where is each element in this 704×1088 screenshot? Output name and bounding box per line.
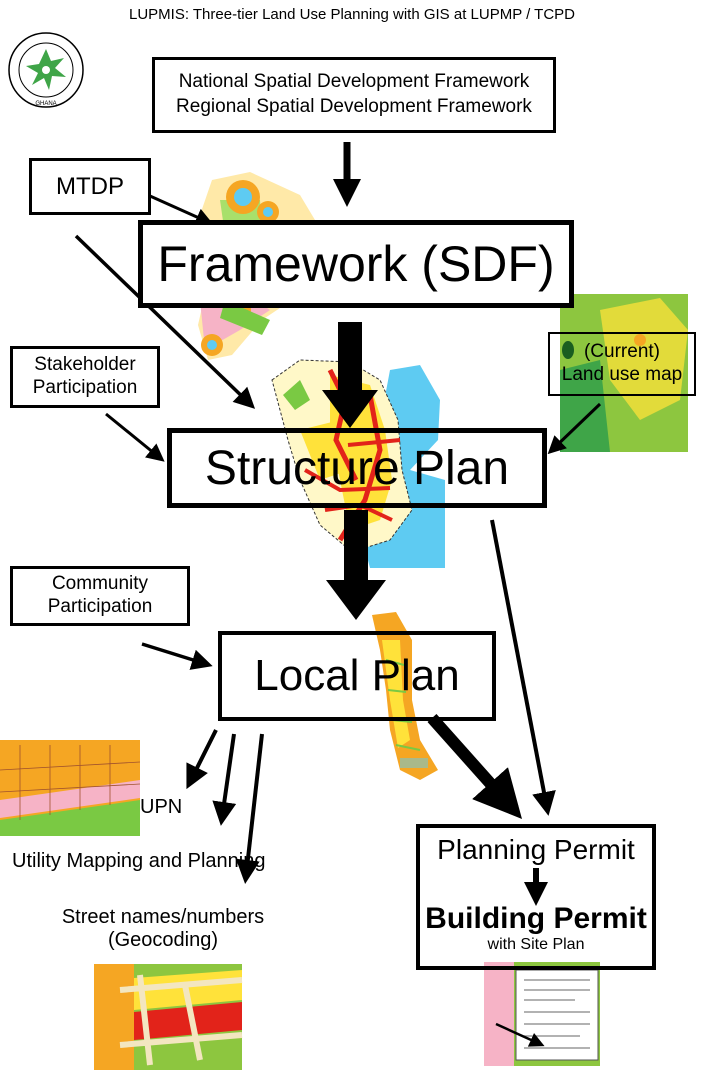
arrow-mtdp-to-sdf xyxy=(149,194,214,226)
current-label: (Current) xyxy=(583,341,660,363)
arrow-local-to-permit xyxy=(427,714,522,819)
landuse-map-label: Land use map xyxy=(561,364,683,385)
tcpd-seal-icon: GHANA xyxy=(8,32,84,108)
tcpd-logo: GHANA xyxy=(6,30,86,112)
local-plan-box: Local Plan xyxy=(218,631,496,721)
planning-permit-label: Planning Permit xyxy=(437,834,635,865)
arrow-local-to-street xyxy=(235,733,264,884)
geocoding-map-image xyxy=(94,964,243,1070)
stakeholder-participation-box: Stakeholder Participation xyxy=(10,346,160,408)
sdf-box: Framework (SDF) xyxy=(138,220,574,308)
upn-map-image xyxy=(0,740,141,836)
street-names-label: Street names/numbers xyxy=(61,906,265,928)
utility-mapping-label: Utility Mapping and Planning xyxy=(12,850,266,872)
page-title: LUPMIS: Three-tier Land Use Planning wit… xyxy=(128,6,576,23)
arrow-mtdp-to-structure xyxy=(74,234,256,409)
arrow-local-to-upn xyxy=(186,729,218,790)
arrow-community-to-local xyxy=(141,642,213,670)
regional-framework-label: Regional Spatial Development Framework xyxy=(176,96,532,117)
permit-box: Planning Permit Building Permit with Sit… xyxy=(416,824,656,970)
stakeholder-label: Stakeholder xyxy=(34,354,136,376)
national-framework-label: National Spatial Development Framework xyxy=(178,71,530,93)
upn-label: UPN xyxy=(140,796,183,818)
logo-ghana-text: GHANA xyxy=(35,101,56,107)
arrow-structure-to-local xyxy=(326,510,386,620)
arrow-stakeholder-to-structure xyxy=(105,412,165,462)
site-plan-label: with Site Plan xyxy=(487,936,585,953)
community-participation-box: Community Participation xyxy=(10,566,190,626)
arrow-sdf-to-structure xyxy=(322,322,378,428)
mtdp-label: MTDP xyxy=(56,172,124,200)
structure-plan-label: Structure Plan xyxy=(204,441,510,495)
participation-label: Participation xyxy=(32,377,138,398)
sdf-label: Framework (SDF) xyxy=(157,236,555,292)
current-landuse-box: (Current) Land use map xyxy=(548,332,696,396)
national-framework-box: National Spatial Development Framework R… xyxy=(152,57,556,133)
community-participation-label: Participation xyxy=(47,596,153,617)
building-permit-label: Building Permit xyxy=(425,902,647,935)
community-label: Community xyxy=(51,573,149,595)
geocoding-label: (Geocoding) xyxy=(107,929,219,951)
landuse-map-image xyxy=(560,294,688,452)
local-plan-map-image xyxy=(372,612,438,780)
street-geocoding-label: Street names/numbers (Geocoding) xyxy=(36,906,290,952)
arrow-structure-to-permit xyxy=(490,519,556,816)
arrow-site-plan-pointer xyxy=(495,1022,545,1047)
arrow-local-to-utility xyxy=(212,733,237,826)
structure-plan-box: Structure Plan xyxy=(167,428,547,508)
mtdp-box: MTDP xyxy=(29,158,151,215)
arrow-landuse-to-structure xyxy=(547,402,602,455)
local-plan-label: Local Plan xyxy=(254,651,460,700)
